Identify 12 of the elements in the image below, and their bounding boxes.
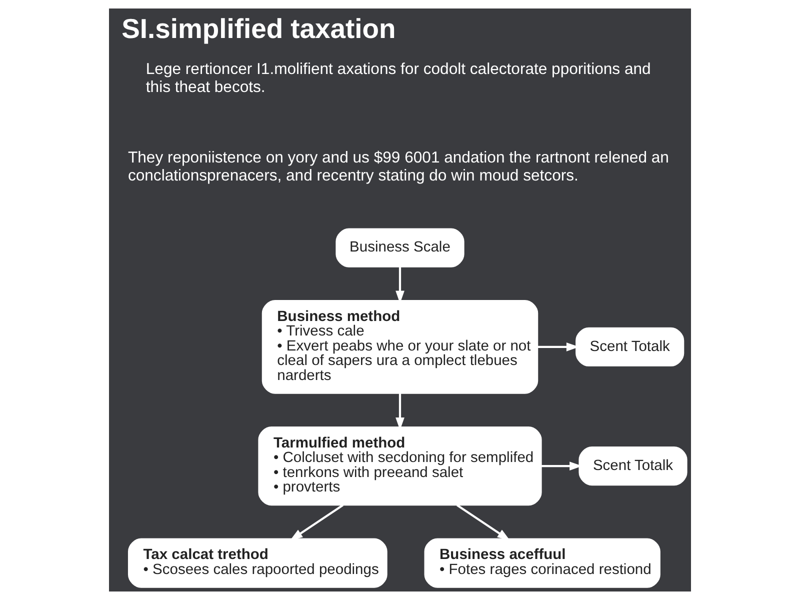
- arrow: [456, 504, 510, 540]
- node-box: Business Scale: [336, 228, 464, 268]
- node-box: Scent Totalk: [576, 327, 684, 366]
- label: Lege rertioncer I1.molifient axations for codolt calectorate pporitions and this theat becots.: [146, 60, 651, 96]
- node-box: Business aceffuul • Fotes rages corinaced restiond: [424, 538, 660, 588]
- node-box: Tarmulfied method • Colcluset with secdoning for semplifed • tenrkons with preeand salet • provterts: [258, 426, 542, 506]
- arrow: [290, 504, 344, 540]
- node-box: Scent Totalk: [578, 446, 688, 486]
- node-box: Tax calcat trethod • Scosees cales rapoorted peodings: [128, 538, 388, 588]
- node-box: Business method • Trivess cale • Exvert peabs whe or your slate or not cleal of sapers ura a omplect tlebues narderts: [262, 300, 538, 394]
- label: They reponiistence on yory and us $99 6001 andation the rartnont relened an conclationsprenacers, and recentry stating do win moud setcors.: [128, 149, 669, 184]
- diagram-title: SI.simplified taxation: [122, 12, 396, 44]
